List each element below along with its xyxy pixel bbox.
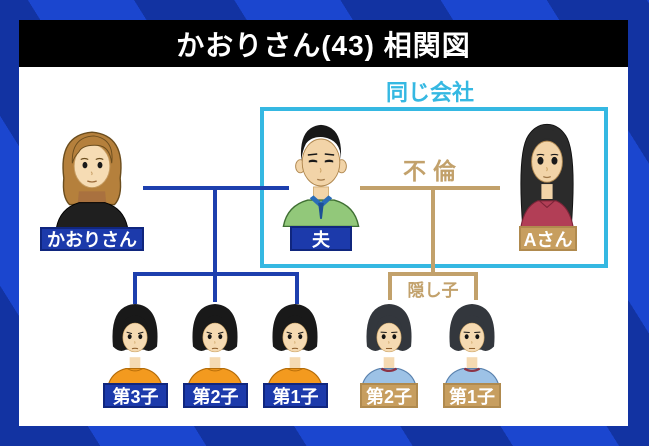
kaori-child-3-label: 第3子 (103, 383, 168, 408)
family-drop-line (213, 186, 217, 302)
kaori-figure (45, 120, 139, 228)
page-title: かおりさん(43) 相関図 (176, 29, 471, 61)
boy-blue-shirt-illustration (443, 304, 501, 388)
hidden-children-relation-label: 隠し子 (403, 276, 463, 301)
children-bracket-line (133, 272, 299, 276)
affair-drop-line (431, 186, 435, 276)
boy-blue-shirt-illustration (360, 304, 418, 388)
kaori-child-3-figure (97, 296, 173, 388)
man-green-sweater-illustration (282, 124, 360, 227)
hidden-child-2-label: 第2子 (360, 383, 418, 408)
child-orange-shirt-illustration (186, 304, 244, 388)
woman-long-black-hair-illustration (520, 123, 574, 227)
relationship-diagram: 同じ会社 不倫 隠し子 (19, 20, 628, 426)
kaori-name-label: かおりさん (40, 227, 144, 251)
company-group-label: 同じ会社 (385, 80, 474, 105)
kaori-child-2-figure (177, 296, 253, 388)
husband-figure (274, 113, 368, 227)
a-san-figure (500, 115, 594, 227)
hidden-child-1-figure (434, 296, 510, 388)
children-bracket-stub-left (133, 272, 137, 304)
child-orange-shirt-illustration (106, 304, 164, 388)
hidden-child-2-figure (351, 296, 427, 388)
affair-relation-label: 不倫 (403, 158, 463, 184)
hidden-child-1-label: 第1子 (443, 383, 501, 408)
kaori-child-2-label: 第2子 (183, 383, 248, 408)
woman-brown-bob-illustration (55, 131, 129, 228)
hidden-children-bracket-line (388, 272, 478, 276)
children-bracket-stub-right (295, 272, 299, 304)
child-orange-shirt-illustration (266, 304, 324, 388)
hidden-children-stub-right (474, 272, 478, 300)
kaori-child-1-label: 第1子 (263, 383, 328, 408)
content-panel: かおりさん(43) 相関図 同じ会社 不倫 隠し子 (19, 20, 628, 426)
hidden-children-stub-left (388, 272, 392, 300)
title-bar: かおりさん(43) 相関図 (19, 20, 628, 67)
a-san-name-label: Aさん (519, 226, 577, 251)
kaori-child-1-figure (257, 296, 333, 388)
affair-line (360, 186, 500, 190)
husband-name-label: 夫 (290, 226, 352, 251)
